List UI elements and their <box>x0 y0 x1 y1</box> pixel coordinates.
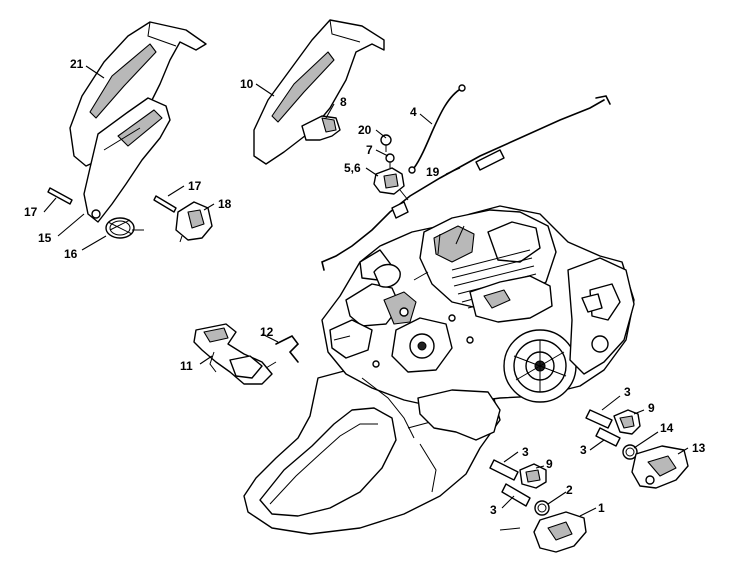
leader-lines <box>43 65 689 517</box>
callout-18: 18 <box>218 197 232 211</box>
bracket-part-9-b <box>519 463 547 489</box>
callout-1: 1 <box>598 501 605 515</box>
callout-19: 19 <box>426 165 440 179</box>
callout-11: 11 <box>180 359 193 373</box>
pin-part-17-right <box>153 195 177 213</box>
callout-21: 21 <box>70 57 84 71</box>
callout-13: 13 <box>692 441 706 455</box>
lever-part-8 <box>301 115 341 141</box>
flywheel <box>503 329 577 403</box>
carrier-part-1 <box>499 511 587 553</box>
callout-10: 10 <box>240 77 254 91</box>
callout-17-right: 17 <box>188 179 202 193</box>
callout-3-c: 3 <box>522 445 529 459</box>
handle-cover-part-10 <box>253 19 385 165</box>
pin-part-3-d <box>501 483 531 507</box>
callout-labels: 21 10 8 4 20 7 5,6 19 17 17 18 15 16 12 … <box>24 57 706 517</box>
callout-14: 14 <box>660 421 674 435</box>
pin-part-3-b <box>595 427 621 447</box>
callout-8: 8 <box>340 95 347 109</box>
cable-part-4 <box>408 84 466 174</box>
pin-part-3-a <box>585 409 613 429</box>
callout-3-d: 3 <box>490 503 497 517</box>
callout-7: 7 <box>366 143 373 157</box>
engine-housing <box>243 205 635 535</box>
callout-12: 12 <box>260 325 274 339</box>
handle-shell-part-15 <box>83 97 171 223</box>
callout-2: 2 <box>566 483 573 497</box>
screw-part-20 <box>380 134 392 152</box>
pin-part-3-c <box>489 459 519 481</box>
trigger-part-11 <box>193 323 277 385</box>
switch-part-5-6 <box>373 167 409 201</box>
callout-17-left: 17 <box>24 205 38 219</box>
spring-part-12 <box>275 334 300 363</box>
spring-part-14 <box>622 444 638 460</box>
rod-part-19 <box>321 95 611 271</box>
callout-3-a: 3 <box>624 385 631 399</box>
spring-part-16 <box>105 217 144 239</box>
lever-part-18 <box>175 201 213 243</box>
callout-3-b: 3 <box>580 443 587 457</box>
callout-5-6: 5,6 <box>344 161 361 175</box>
callout-20: 20 <box>358 123 372 137</box>
callout-16: 16 <box>64 247 78 261</box>
spring-part-2 <box>534 500 550 516</box>
callout-9-b: 9 <box>546 457 553 471</box>
callout-15: 15 <box>38 231 52 245</box>
carrier-part-13 <box>631 445 689 489</box>
pin-part-17-left <box>47 187 73 205</box>
callout-9-a: 9 <box>648 401 655 415</box>
bracket-part-9-a <box>613 409 641 435</box>
callout-4: 4 <box>410 105 417 119</box>
